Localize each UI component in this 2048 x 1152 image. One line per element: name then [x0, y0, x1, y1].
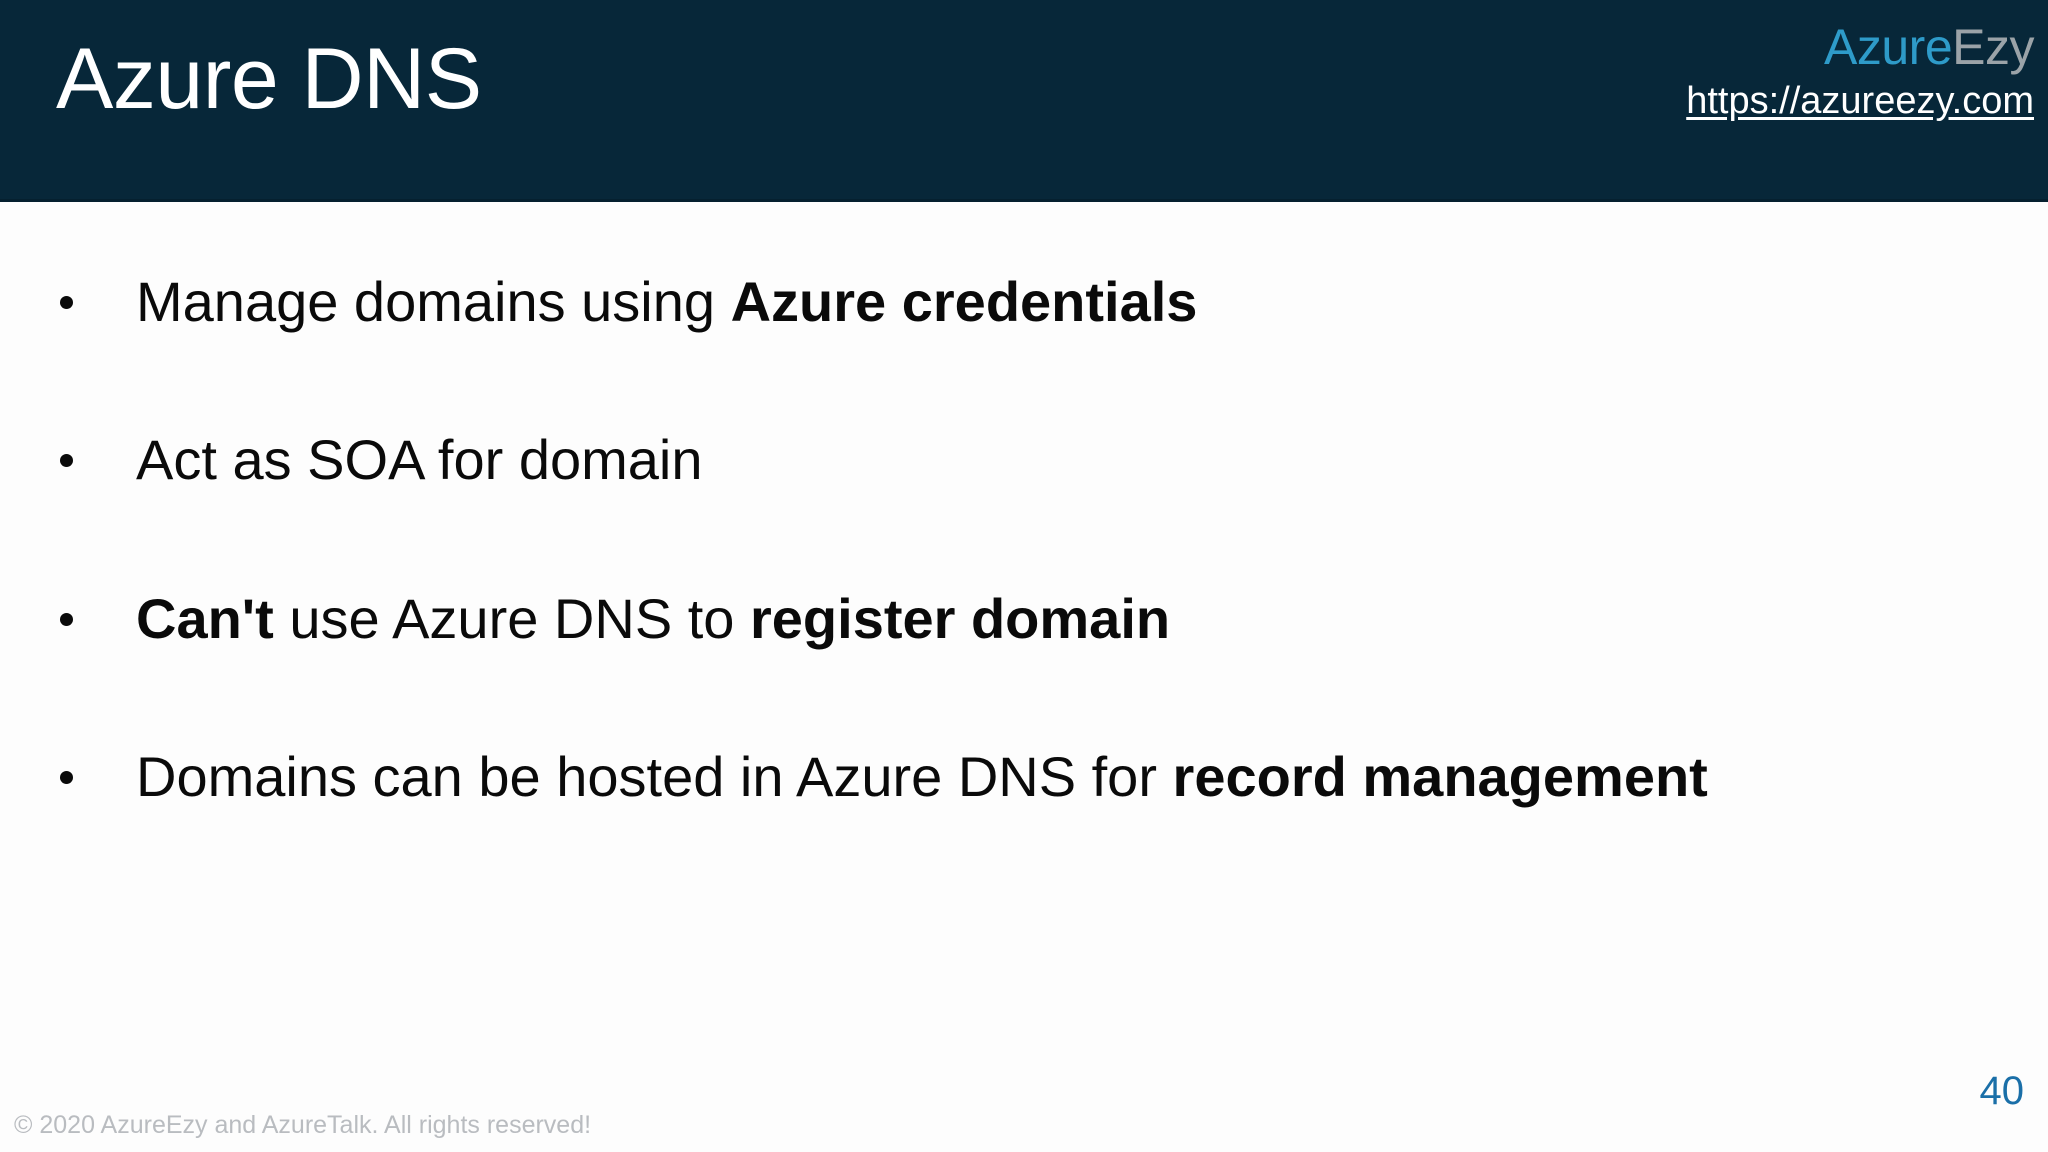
page-title: Azure DNS [56, 31, 482, 127]
brand-logo-part-azure: Azure [1824, 19, 1953, 75]
list-item: Domains can be hosted in Azure DNS for r… [44, 729, 1756, 825]
bullet-dot-icon [60, 770, 73, 784]
bullet-emphasis: record management [1172, 744, 1708, 808]
list-item: Act as SOA for domain [44, 412, 1756, 508]
page-number: 40 [1979, 1069, 2025, 1113]
bullet-text-1: Act as SOA for domain [136, 428, 702, 491]
brand-block: AzureEzy https://azureezy.com [1686, 22, 2034, 120]
bullet-text-2: Can't use Azure DNS to register domain [136, 587, 1170, 650]
footer-copyright: © 2020 AzureEzy and AzureTalk. All right… [14, 1111, 592, 1139]
slide-body: Manage domains using Azure credentials A… [0, 202, 2048, 1082]
list-item: Manage domains using Azure credentials [44, 254, 1756, 350]
bullet-emphasis: Azure credentials [730, 270, 1198, 333]
brand-url-link[interactable]: https://azureezy.com [1686, 80, 2034, 122]
bullet-dot-icon [60, 454, 73, 468]
list-item: Can't use Azure DNS to register domain [44, 571, 1756, 667]
bullet-plain: use Azure DNS to [273, 586, 750, 650]
bullet-emphasis: register domain [749, 586, 1171, 650]
bullet-plain: Domains can be hosted in Azure DNS for [136, 744, 1173, 808]
bullet-emphasis: Can't [136, 586, 274, 650]
bullet-plain: Act as SOA for domain [136, 428, 703, 492]
bullet-list: Manage domains using Azure credentials A… [44, 254, 1988, 825]
bullet-text-3: Domains can be hosted in Azure DNS for r… [136, 745, 1708, 808]
bullet-text-0: Manage domains using Azure credentials [136, 270, 1197, 333]
slide-header: Azure DNS AzureEzy https://azureezy.com [0, 0, 2048, 202]
bullet-plain: Manage domains using [136, 270, 731, 333]
bullet-dot-icon [60, 296, 73, 309]
brand-logo: AzureEzy [1686, 22, 2034, 72]
brand-logo-part-ezy: Ezy [1952, 19, 2034, 75]
bullet-dot-icon [60, 612, 73, 626]
